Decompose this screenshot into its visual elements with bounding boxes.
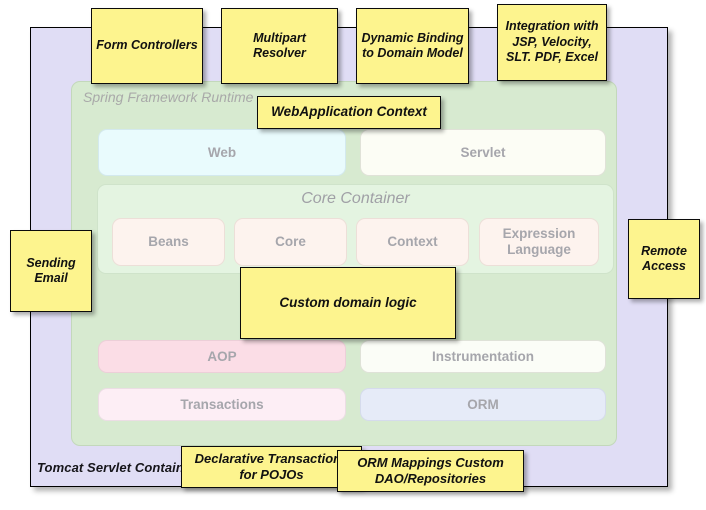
core-container: Core Container Beans Core Context Expres… xyxy=(97,184,614,274)
spring-framework-runtime-label: Spring Framework Runtime xyxy=(83,89,254,105)
module-aop[interactable]: AOP xyxy=(98,340,346,373)
note-dynamic-binding[interactable]: Dynamic Binding to Domain Model xyxy=(356,8,469,84)
module-transactions[interactable]: Transactions xyxy=(98,388,346,421)
module-orm[interactable]: ORM xyxy=(360,388,606,421)
note-multipart-resolver[interactable]: Multipart Resolver xyxy=(221,8,338,84)
module-web[interactable]: Web xyxy=(98,129,346,176)
note-declarative-transactions[interactable]: Declarative Transactions for POJOs xyxy=(181,446,362,488)
note-custom-domain-logic[interactable]: Custom domain logic xyxy=(240,267,456,339)
spring-framework-runtime: Spring Framework Runtime Web Servlet Cor… xyxy=(71,81,617,446)
module-servlet[interactable]: Servlet xyxy=(360,129,606,176)
module-core[interactable]: Core xyxy=(234,218,347,266)
note-webapplication-context[interactable]: WebApplication Context xyxy=(257,96,441,129)
module-instrumentation[interactable]: Instrumentation xyxy=(360,340,606,373)
module-expression-language[interactable]: Expression Language xyxy=(479,218,599,266)
note-orm-mappings[interactable]: ORM Mappings Custom DAO/Repositories xyxy=(337,450,524,492)
note-view-integration[interactable]: Integration with JSP, Velocity, SLT. PDF… xyxy=(497,4,607,81)
note-remote-access[interactable]: Remote Access xyxy=(628,219,700,299)
tomcat-servlet-container-label: Tomcat Servlet Container xyxy=(37,460,197,475)
module-beans[interactable]: Beans xyxy=(112,218,225,266)
note-form-controllers[interactable]: Form Controllers xyxy=(91,8,203,84)
note-sending-email[interactable]: Sending Email xyxy=(10,230,92,312)
core-container-title: Core Container xyxy=(301,190,410,207)
module-context[interactable]: Context xyxy=(356,218,469,266)
